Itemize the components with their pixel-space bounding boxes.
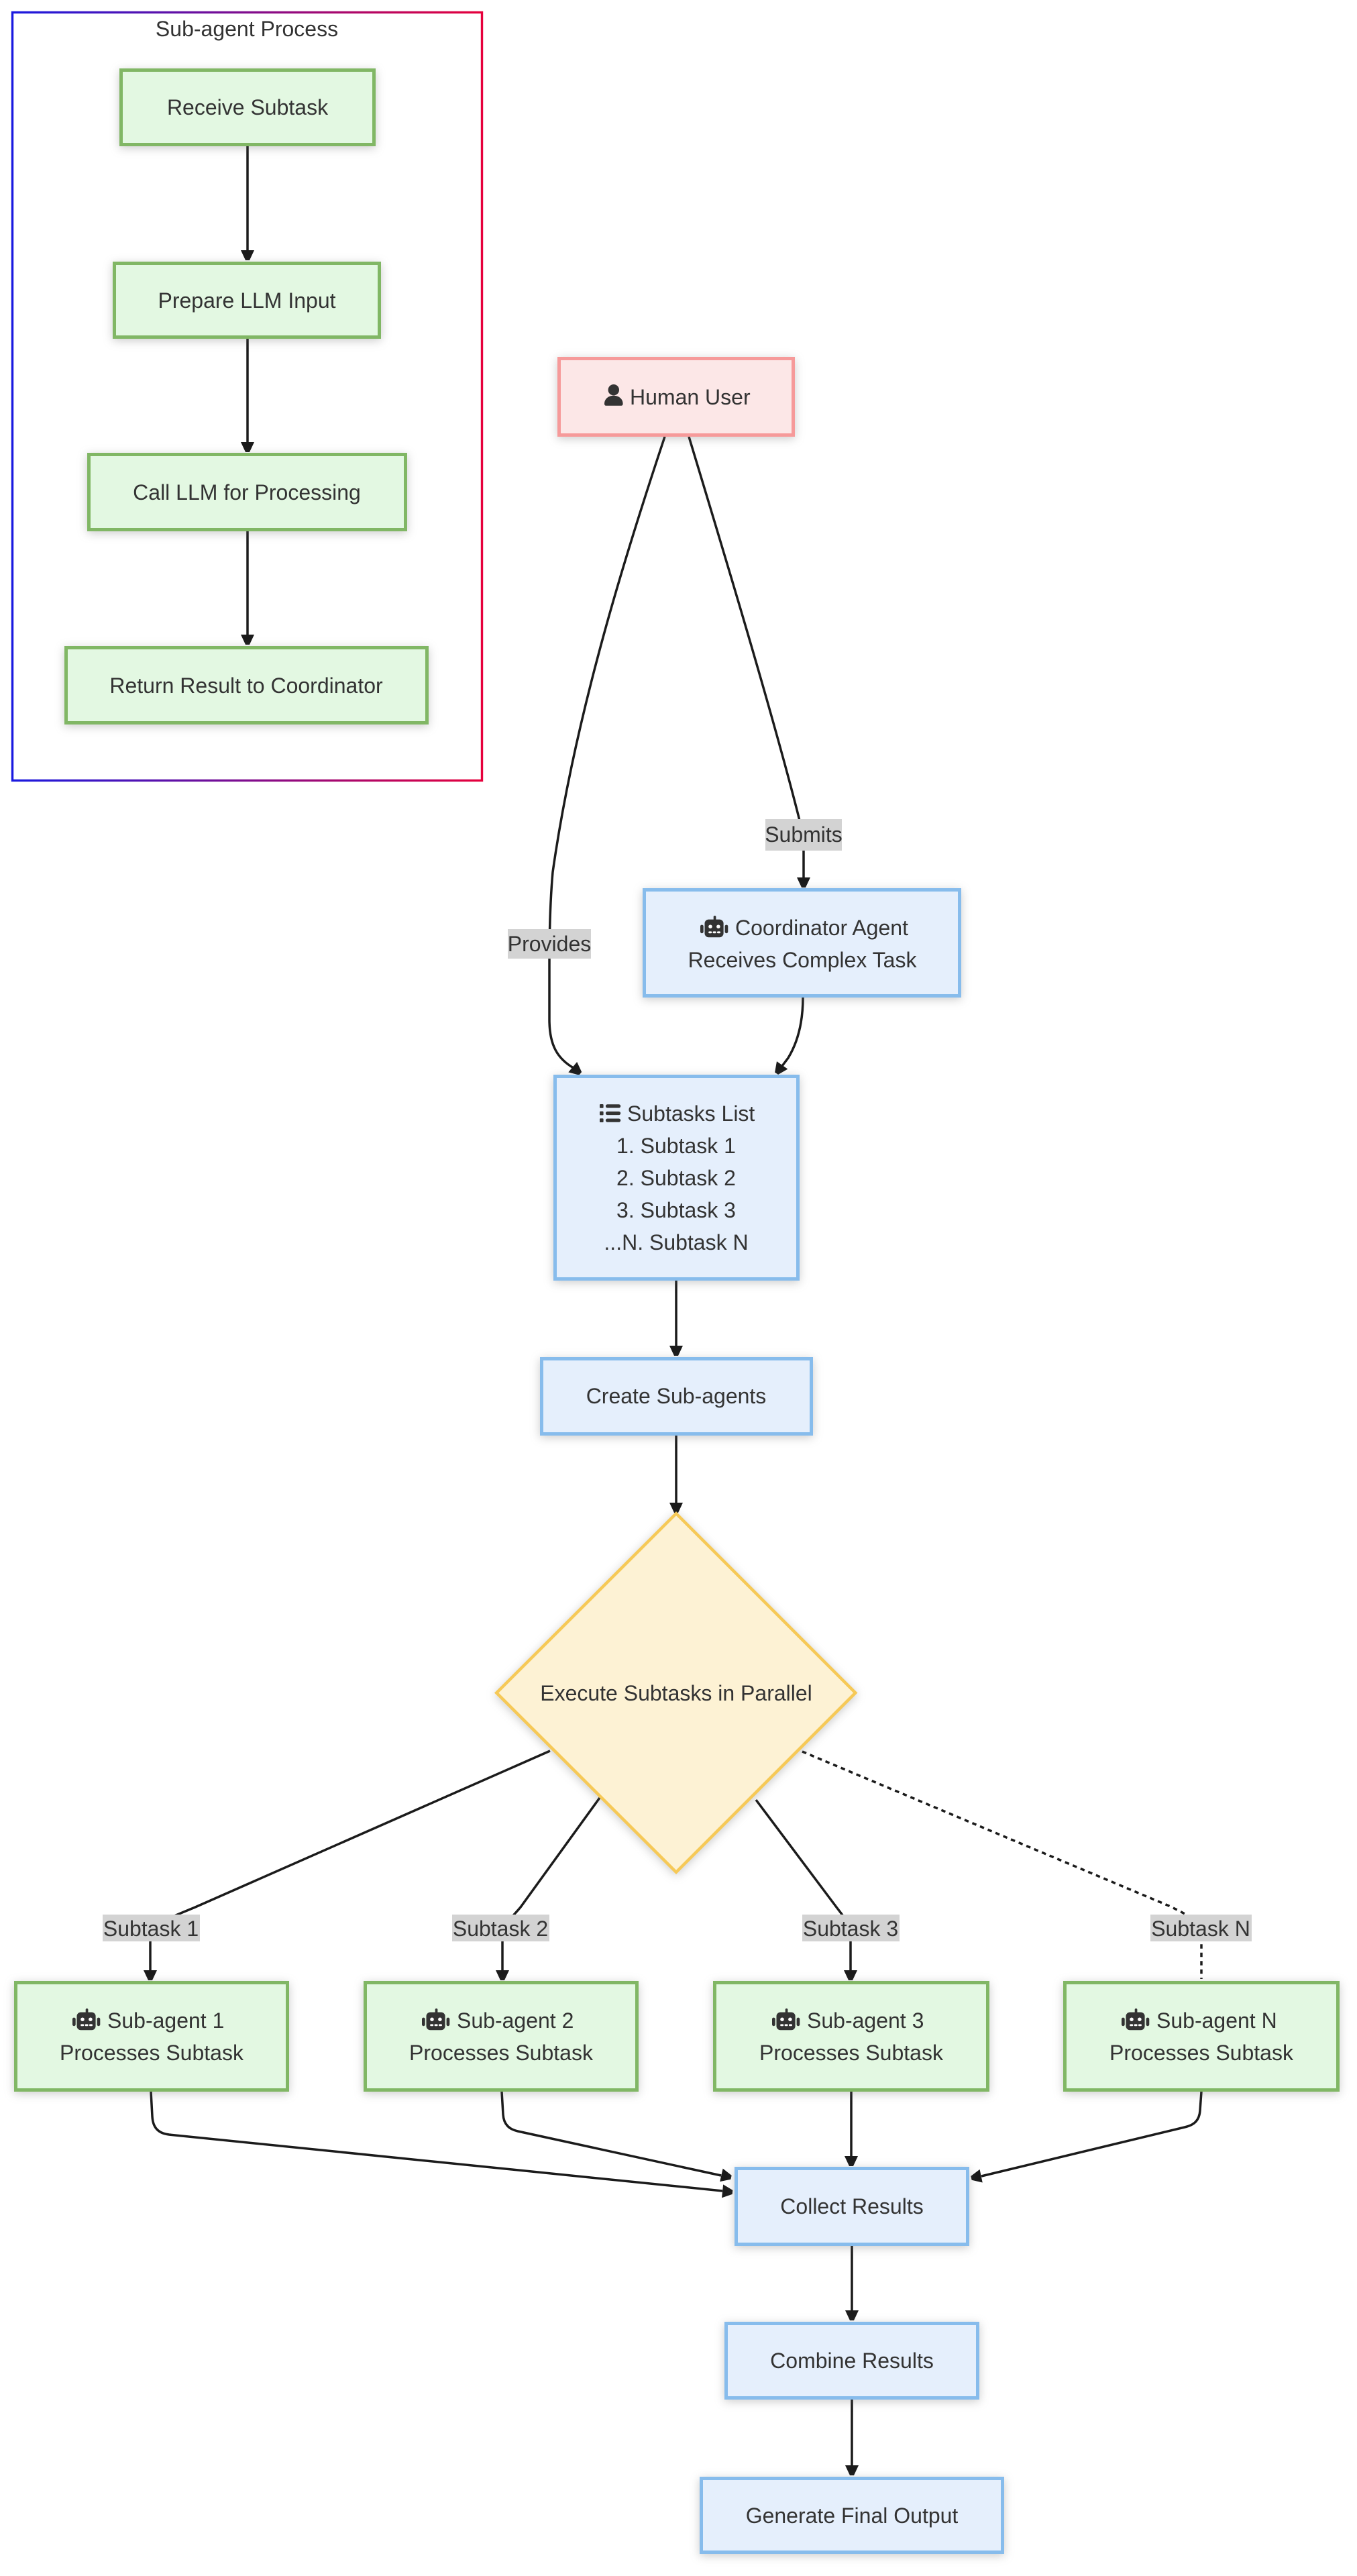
svg-text:Processes Subtask: Processes Subtask [1109, 2041, 1294, 2065]
svg-text:Processes Subtask: Processes Subtask [60, 2041, 244, 2065]
svg-text:Human User: Human User [630, 385, 751, 409]
svg-text:Processes Subtask: Processes Subtask [759, 2041, 944, 2065]
svg-text:Processes Subtask: Processes Subtask [409, 2041, 594, 2065]
svg-text:3. Subtask 3: 3. Subtask 3 [616, 1198, 736, 1222]
svg-text:Generate Final Output: Generate Final Output [746, 2504, 959, 2528]
svg-text:Return Result to Coordinator: Return Result to Coordinator [109, 674, 383, 698]
svg-text:Prepare LLM Input: Prepare LLM Input [158, 288, 335, 313]
svg-text:Create Sub-agents: Create Sub-agents [586, 1384, 767, 1408]
svg-text:Sub-agent 3: Sub-agent 3 [807, 2008, 924, 2033]
svg-text:Receives Complex Task: Receives Complex Task [688, 948, 918, 972]
svg-text:Collect Results: Collect Results [780, 2194, 923, 2218]
svg-text:Subtask 2: Subtask 2 [453, 1917, 548, 1941]
svg-text:Sub-agent 1: Sub-agent 1 [107, 2008, 224, 2033]
svg-text:Sub-agent Process: Sub-agent Process [156, 17, 338, 41]
svg-text:Subtask 1: Subtask 1 [103, 1917, 199, 1941]
svg-text:Sub-agent 2: Sub-agent 2 [457, 2008, 574, 2033]
svg-text:1. Subtask 1: 1. Subtask 1 [616, 1134, 736, 1158]
svg-text:Subtask N: Subtask N [1151, 1917, 1250, 1941]
svg-text:Combine Results: Combine Results [770, 2349, 934, 2373]
svg-text:Coordinator Agent: Coordinator Agent [735, 916, 908, 940]
svg-text:Provides: Provides [508, 932, 592, 956]
svg-text:Execute Subtasks in Parallel: Execute Subtasks in Parallel [540, 1681, 812, 1705]
svg-text:Submits: Submits [765, 822, 843, 847]
svg-text:Call LLM for Processing: Call LLM for Processing [133, 480, 361, 504]
svg-text:...N. Subtask N: ...N. Subtask N [604, 1230, 748, 1254]
svg-text:Subtask 3: Subtask 3 [803, 1917, 898, 1941]
svg-text:2. Subtask 2: 2. Subtask 2 [616, 1166, 736, 1190]
svg-text:Sub-agent N: Sub-agent N [1156, 2008, 1277, 2033]
svg-text:Receive Subtask: Receive Subtask [167, 95, 329, 119]
svg-text:Subtasks List: Subtasks List [627, 1102, 755, 1126]
